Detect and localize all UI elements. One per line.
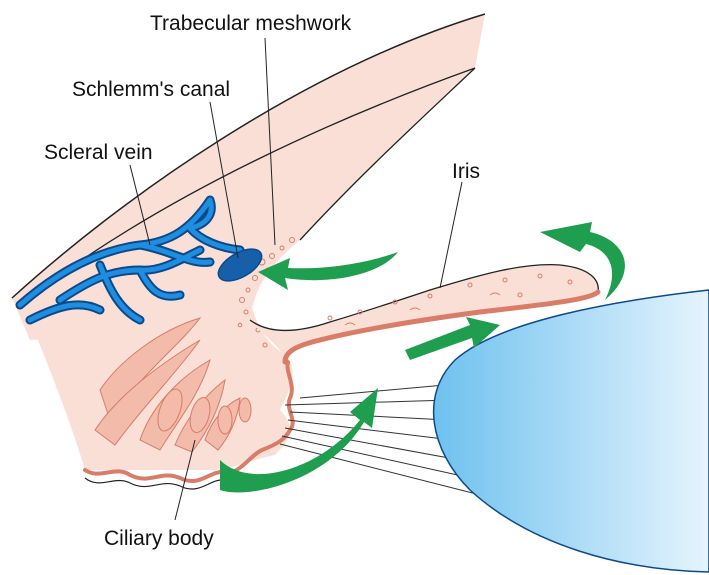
label-ciliary-body: Ciliary body xyxy=(104,527,214,550)
sclera-tissue xyxy=(12,14,485,340)
label-trabecular-meshwork: Trabecular meshwork xyxy=(150,12,352,35)
label-schlemms-canal: Schlemm's canal xyxy=(72,78,230,101)
label-scleral-vein: Scleral vein xyxy=(44,141,153,164)
label-iris: Iris xyxy=(452,160,480,183)
